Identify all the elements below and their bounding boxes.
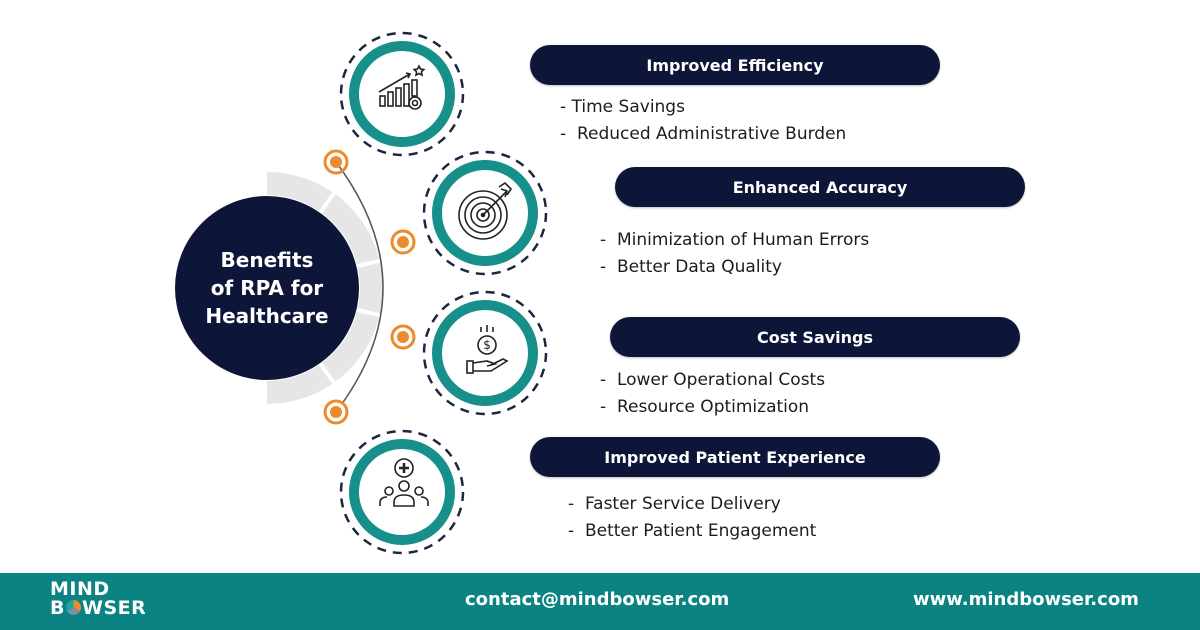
logo-letter-b: B xyxy=(50,597,65,619)
benefit-point: - Better Data Quality xyxy=(600,257,782,277)
mindbowser-logo[interactable]: MIND B WSER xyxy=(50,580,146,618)
benefit-point: - Minimization of Human Errors xyxy=(600,230,870,250)
logo-line-2: B WSER xyxy=(50,599,146,618)
contact-email-link[interactable]: contact@mindbowser.com xyxy=(465,589,730,610)
benefit-points-efficiency: - Time Savings - Reduced Administrative … xyxy=(560,94,846,148)
connector-dots xyxy=(323,149,416,425)
center-title-line: Benefits xyxy=(220,248,314,272)
website-link[interactable]: www.mindbowser.com xyxy=(913,589,1139,610)
connector-curve xyxy=(335,161,384,413)
benefit-points-patient-experience: - Faster Service Delivery - Better Patie… xyxy=(568,491,816,545)
center-circle xyxy=(175,196,359,380)
benefit-point: - Better Patient Engagement xyxy=(568,521,817,541)
benefit-title-cost-savings: Cost Savings xyxy=(610,317,1020,357)
center-title-line: Healthcare xyxy=(205,304,329,328)
growth-chart-gear-icon xyxy=(339,31,465,157)
benefit-point: - Resource Optimization xyxy=(600,397,810,417)
benefit-point: - Time Savings xyxy=(560,97,685,117)
diagram-graphics: $ xyxy=(174,31,548,555)
benefit-title-efficiency: Improved Efficiency xyxy=(530,45,940,85)
logo-line-1: MIND xyxy=(50,578,110,600)
benefit-point: - Reduced Administrative Burden xyxy=(560,124,847,144)
benefit-point: - Lower Operational Costs xyxy=(600,370,826,390)
patients-medical-cross-icon xyxy=(339,429,465,555)
logo-swirl-icon xyxy=(65,600,81,615)
benefit-points-cost-savings: - Lower Operational Costs - Resource Opt… xyxy=(600,367,825,421)
center-title-line: of RPA for xyxy=(210,276,324,300)
benefit-points-accuracy: - Minimization of Human Errors - Better … xyxy=(600,227,869,281)
benefit-point: - Faster Service Delivery xyxy=(568,494,781,514)
hand-coin-dollar-icon: $ xyxy=(422,290,548,416)
target-arrow-icon xyxy=(422,150,548,276)
footer-bar: MIND B WSER contact@mindbowser.com www.mi… xyxy=(0,573,1200,630)
center-title: Benefits of RPA for Healthcare xyxy=(175,196,359,380)
logo-letters-wser: WSER xyxy=(81,597,147,619)
benefit-title-accuracy: Enhanced Accuracy xyxy=(615,167,1025,207)
benefit-title-patient-experience: Improved Patient Experience xyxy=(530,437,940,477)
svg-text:$: $ xyxy=(483,338,491,352)
infographic: $ Benefit xyxy=(174,31,1025,555)
